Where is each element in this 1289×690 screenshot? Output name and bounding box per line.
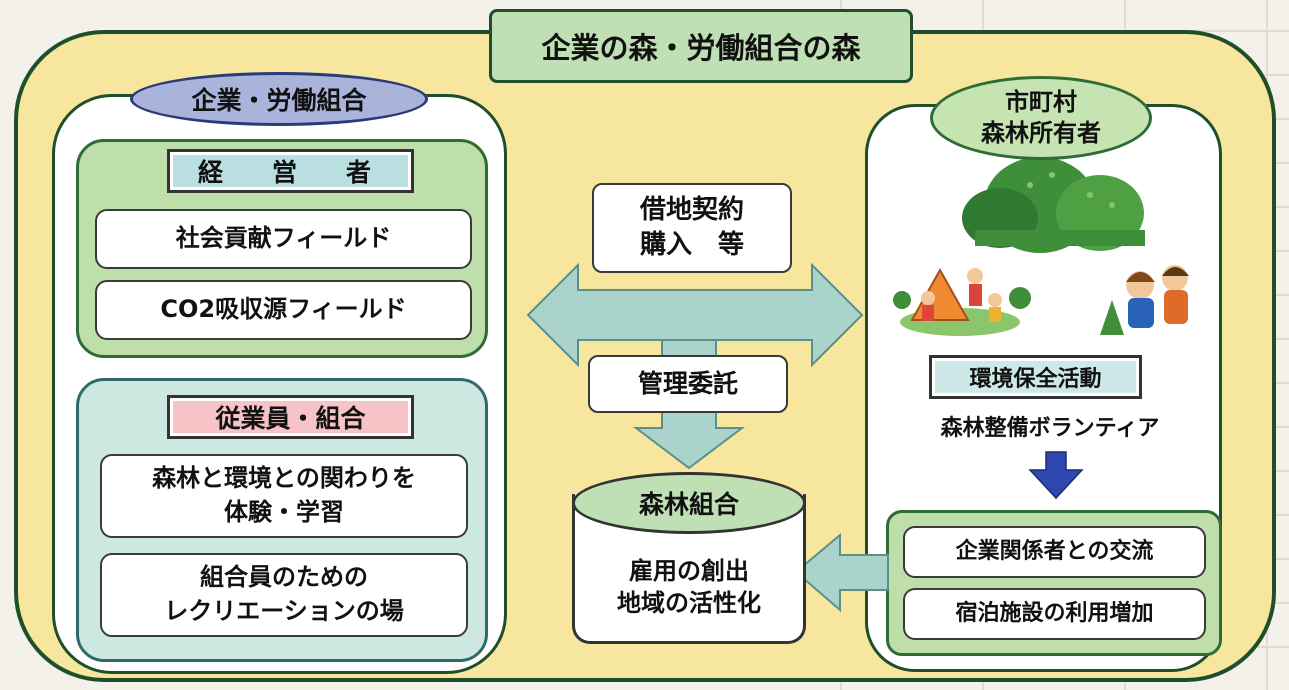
double-arrow [526,262,864,368]
blue-down-arrow [1028,451,1084,500]
company-union-header: 企業・労働組合 [130,72,428,126]
forest-experience-line2: 体験・学習 [224,498,344,526]
municipality-label: 市町村 [1005,87,1077,116]
management-commission-box: 管理委託 [588,355,788,413]
recreation-box: 組合員のための レクリエーションの場 [100,553,468,637]
lease-purchase-box: 借地契約 購入 等 [592,183,792,273]
camping-illustration [893,267,1031,336]
environmental-activity-label: 環境保全活動 [929,355,1142,399]
job-creation-label: 雇用の創出 [629,556,749,585]
forest-illustration [962,157,1145,253]
purchase-label: 購入 等 [639,230,744,260]
social-contribution-field: 社会貢献フィールド [95,209,472,269]
forest-experience-box: 森林と環境との関わりを 体験・学習 [100,454,468,538]
recreation-line2: レクリエーションの場 [164,597,404,625]
arrow-to-cooperative [794,532,889,613]
forest-experience-line1: 森林と環境との関わりを [152,464,416,493]
lease-contract-label: 借地契約 [639,194,744,225]
municipality-owner-header: 市町村 森林所有者 [930,76,1152,160]
co2-absorption-field: CO2吸収源フィールド [95,280,472,340]
diagram-title: 企業の森・労働組合の森 [489,9,913,83]
forest-cooperative-text: 雇用の創出 地域の活性化 [572,542,806,632]
forest-cooperative-header: 森林組合 [572,472,806,534]
company-exchange-box: 企業関係者との交流 [903,526,1206,578]
volunteer-illustration [1100,265,1189,335]
forest-volunteer-text: 森林整備ボランティア [940,416,1160,441]
management-label: 経 営 者 [167,149,414,193]
regional-revitalization-label: 地域の活性化 [617,589,761,617]
employee-union-label: 従業員・組合 [167,395,414,439]
lodging-usage-box: 宿泊施設の利用増加 [903,588,1206,640]
forest-owner-label: 森林所有者 [981,119,1101,147]
recreation-line1: 組合員のための [200,563,368,592]
